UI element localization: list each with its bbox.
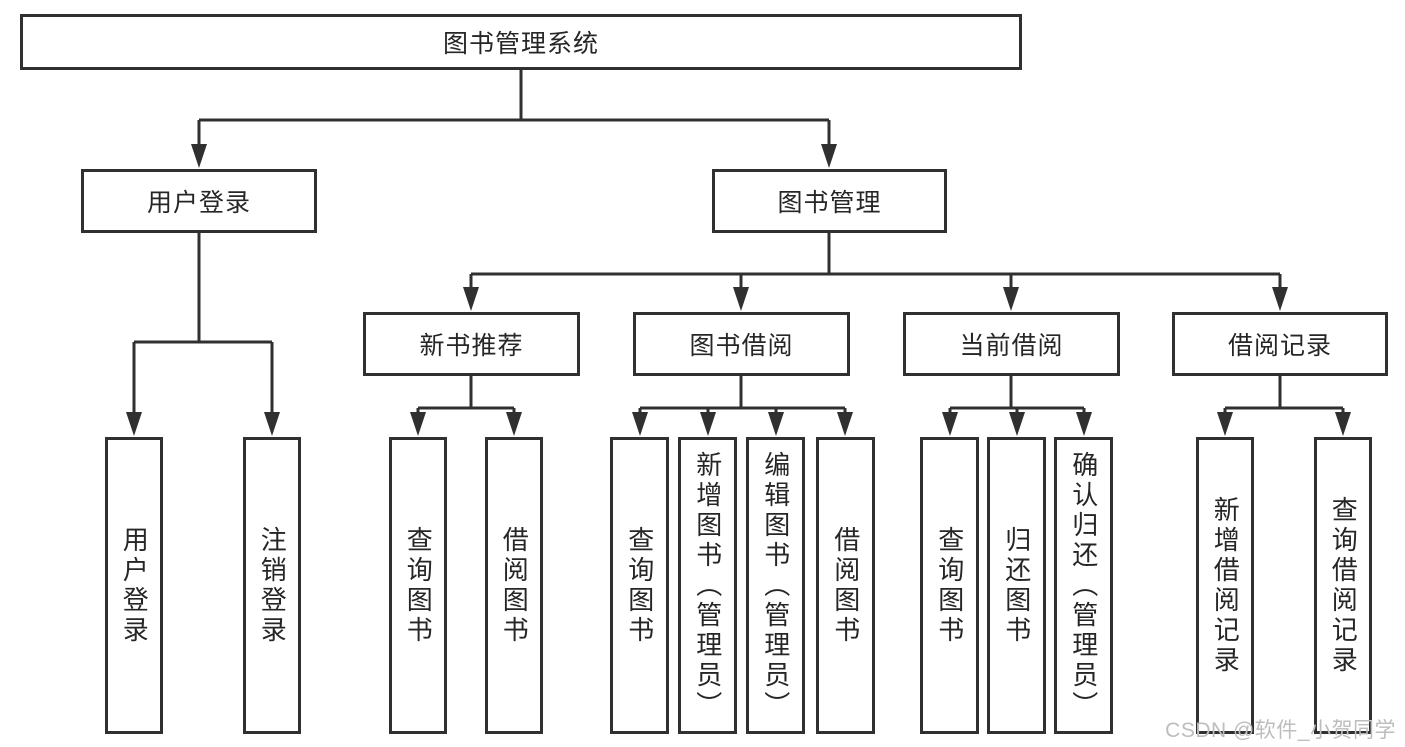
node-new-book-recommend: 新书推荐 xyxy=(363,312,580,376)
node-label: 编辑图书（管理员） xyxy=(760,450,791,721)
node-label: 查询图书 xyxy=(934,525,965,646)
node-current-borrowing: 当前借阅 xyxy=(903,312,1120,376)
node-user-login: 用户登录 xyxy=(81,169,317,233)
node-leaf-confirm-return-admin: 确认归还（管理员） xyxy=(1054,437,1113,734)
node-leaf-borrow-books: 借阅图书 xyxy=(816,437,875,734)
node-label: 确认归还（管理员） xyxy=(1068,450,1099,721)
node-leaf-query-books-borrow: 查询图书 xyxy=(610,437,669,734)
node-leaf-query-books-current: 查询图书 xyxy=(920,437,979,734)
node-leaf-query-books-recommend: 查询图书 xyxy=(389,437,447,734)
node-book-borrowing: 图书借阅 xyxy=(633,312,850,376)
node-label: 借阅图书 xyxy=(499,525,530,646)
node-label: 新增借阅记录 xyxy=(1210,495,1241,676)
node-book-management: 图书管理 xyxy=(712,169,947,233)
node-label: 借阅图书 xyxy=(830,525,861,646)
node-label: 用户登录 xyxy=(119,525,150,646)
node-borrowing-records: 借阅记录 xyxy=(1172,312,1388,376)
node-leaf-user-login: 用户登录 xyxy=(105,437,163,734)
node-label: 查询图书 xyxy=(403,525,434,646)
node-label: 新增图书（管理员） xyxy=(692,450,723,721)
node-leaf-add-borrow-record: 新增借阅记录 xyxy=(1196,437,1254,734)
node-leaf-return-books: 归还图书 xyxy=(987,437,1046,734)
node-label: 查询借阅记录 xyxy=(1328,495,1359,676)
node-leaf-logout: 注销登录 xyxy=(243,437,301,734)
watermark: CSDN @软件_小贺同学 xyxy=(1165,719,1396,742)
node-library-system: 图书管理系统 xyxy=(20,14,1022,70)
node-label: 注销登录 xyxy=(257,525,288,646)
node-label: 归还图书 xyxy=(1001,525,1032,646)
node-label: 查询图书 xyxy=(624,525,655,646)
arrowhead-icons xyxy=(126,144,1351,436)
node-leaf-borrow-books-recommend: 借阅图书 xyxy=(485,437,543,734)
node-leaf-query-borrow-record: 查询借阅记录 xyxy=(1314,437,1372,734)
node-leaf-add-book-admin: 新增图书（管理员） xyxy=(678,437,737,734)
node-leaf-edit-book-admin: 编辑图书（管理员） xyxy=(746,437,805,734)
